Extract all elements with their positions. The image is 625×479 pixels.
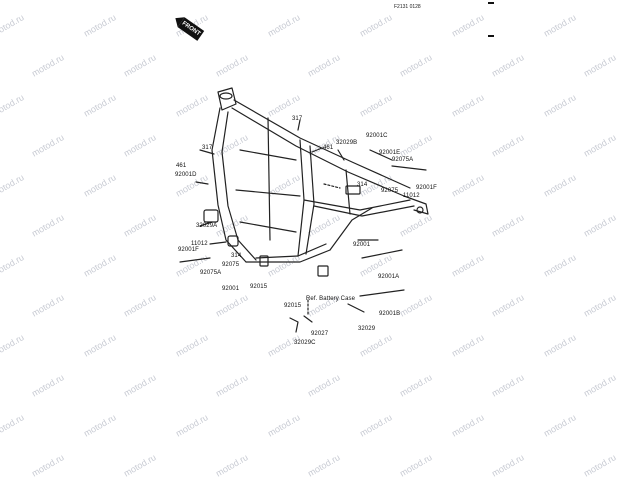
part-label: 92001	[222, 286, 240, 292]
part-label: 314	[231, 253, 242, 259]
part-label: 314	[357, 182, 368, 188]
part-label: 32029A	[196, 223, 218, 229]
part-label: 32029	[358, 326, 376, 332]
part-label: 92001B	[379, 311, 401, 317]
part-label: 92001F	[416, 185, 437, 191]
part-label: 461	[176, 163, 187, 169]
part-label: Ref. Battery Case	[306, 296, 356, 302]
motorcycle-frame-drawing	[179, 87, 429, 333]
part-label: 92015	[284, 303, 302, 309]
part-label: 92015	[250, 284, 268, 290]
part-label: 92001F	[178, 247, 199, 253]
part-label: 92027	[311, 331, 329, 337]
part-label: 461	[323, 145, 334, 151]
corner-mark	[488, 2, 494, 4]
part-label: 92001	[353, 242, 371, 248]
part-label: 92001D	[175, 172, 197, 178]
part-label: 92075A	[392, 157, 414, 163]
part-label: 32029C	[294, 340, 316, 346]
part-label: 92001A	[378, 274, 400, 280]
part-label: 92075	[222, 262, 240, 268]
part-label: 11012	[403, 193, 420, 199]
corner-mark	[488, 35, 494, 37]
part-label: 92075A	[200, 270, 222, 276]
part-label: 11012	[191, 241, 208, 247]
part-label: 32029B	[336, 140, 358, 146]
part-label: 92001C	[366, 133, 388, 139]
part-label: 92001E	[379, 150, 401, 156]
part-label: 317	[292, 116, 303, 122]
drawing-code: F2131 0128	[394, 4, 421, 10]
part-label: 92075	[381, 188, 399, 194]
part-label: 317	[202, 145, 213, 151]
